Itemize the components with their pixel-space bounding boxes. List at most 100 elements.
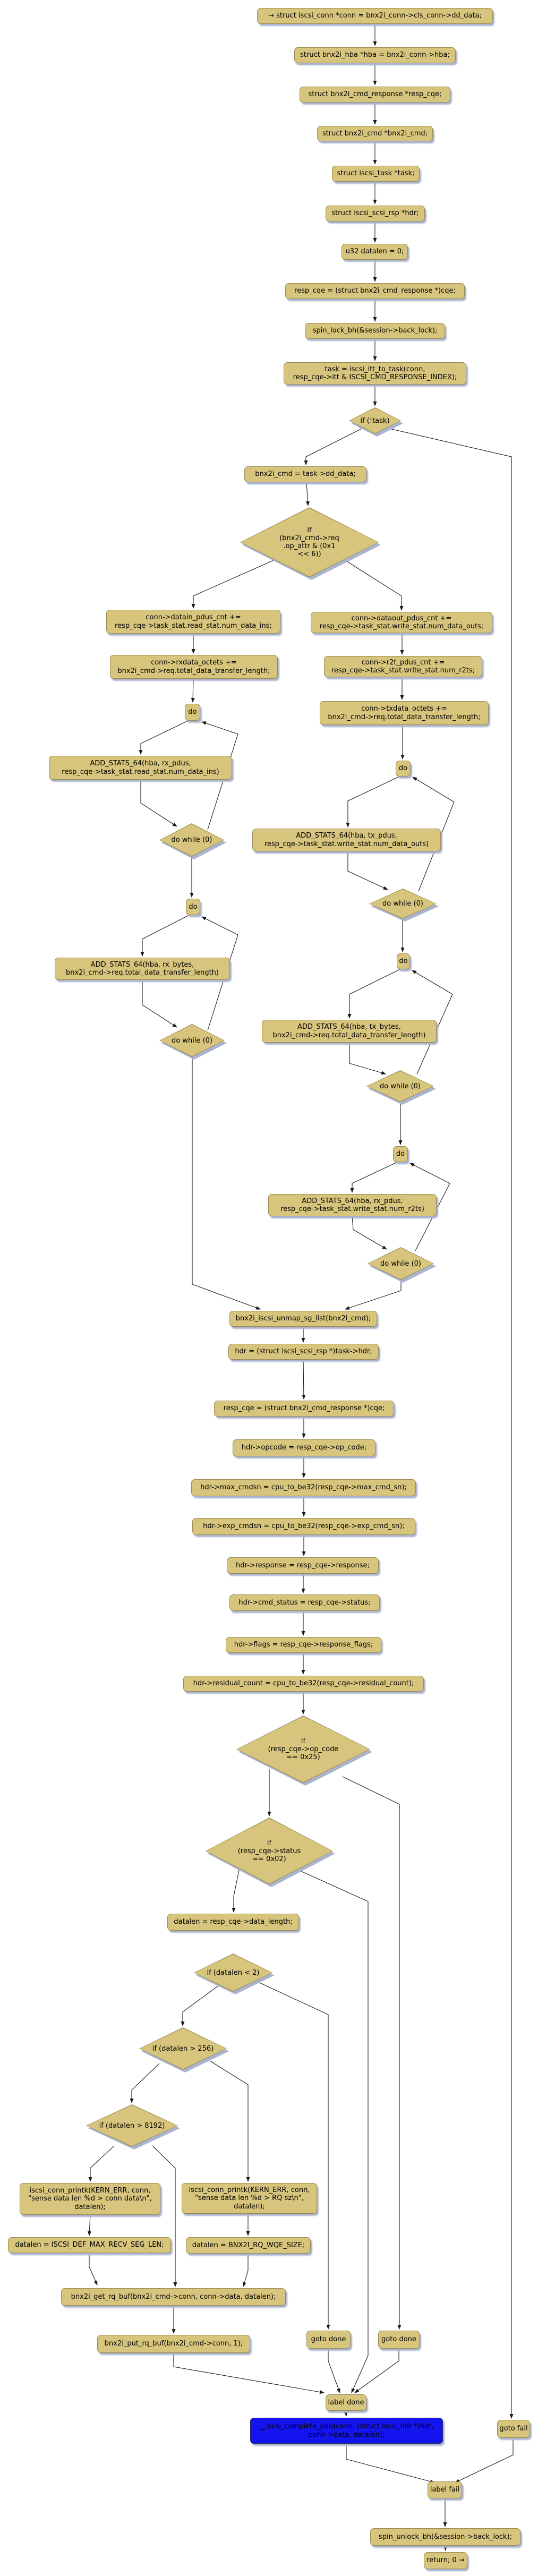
flow-node-do-while-2[interactable]: do while (0) xyxy=(159,1024,227,1060)
if-status-label: if(resp_cqe->status== 0x02) xyxy=(237,1839,301,1863)
flow-node-assign-resp-cqe-1[interactable]: resp_cqe = (struct bnx2i_cmd_response *)… xyxy=(285,283,465,299)
flow-node-do-while-5[interactable]: do while (0) xyxy=(368,1247,436,1283)
flow-node-get-rq-buf[interactable]: bnx2i_get_rq_buf(bnx2i_cmd->conn, conn->… xyxy=(61,2288,286,2306)
flow-node-datalen-rq-wqe-size[interactable]: datalen = BNX2I_RQ_WQE_SIZE; xyxy=(186,2237,311,2254)
edge-assign-bnx2i-cmd-to-if-op-attr xyxy=(305,482,310,506)
edge-if-status-to-assign-datalen xyxy=(232,1865,241,1913)
flow-node-assign-cmd-status[interactable]: hdr->cmd_status = resp_cqe->status; xyxy=(229,1594,380,1611)
edge-if-datalen-lt-2-to-goto-done-left xyxy=(253,1980,330,2330)
flow-node-do-1[interactable]: do xyxy=(185,704,200,721)
edge-put-rq-buf-to-label-done xyxy=(173,2353,324,2394)
flow-node-add-stats-rx-bytes[interactable]: ADD_STATS_64(hba, rx_bytes,bnx2i_cmd->re… xyxy=(55,958,230,980)
flow-node-do-while-3[interactable]: do while (0) xyxy=(369,889,439,922)
flow-node-add-stats-tx-bytes[interactable]: ADD_STATS_64(hba, tx_bytes,bnx2i_cmd->re… xyxy=(262,1020,437,1043)
flow-node-goto-done-left[interactable]: goto done xyxy=(306,2331,351,2349)
edge-do-while-4-to-do-4 xyxy=(412,970,453,1074)
flow-node-assign-exp-cmdsn[interactable]: hdr->exp_cmdsn = cpu_to_be32(resp_cqe->e… xyxy=(192,1518,415,1535)
do-while-2-label: do while (0) xyxy=(172,1036,212,1045)
flow-node-stat-r2t-pdus[interactable]: conn->r2t_pdus_cnt +=resp_cqe->task_stat… xyxy=(324,656,482,677)
flow-node-if-op-attr[interactable]: if(bnx2i_cmd->req.op_attr & (0x1<< 6)) xyxy=(240,507,381,580)
if-datalen-gt-8192-label: if (datalen > 8192) xyxy=(99,2121,165,2130)
flow-node-do-5[interactable]: do xyxy=(393,1146,408,1162)
flow-node-label-fail[interactable]: label fail xyxy=(428,2481,462,2498)
flow-node-stat-dataout-pdus[interactable]: conn->dataout_pdus_cnt +=resp_cqe->task_… xyxy=(311,612,492,633)
flow-node-decl-datalen[interactable]: u32 datalen = 0; xyxy=(341,244,408,260)
flow-node-decl-hba[interactable]: struct bnx2i_hba *hba = bnx2i_conn->hba; xyxy=(294,47,456,63)
flow-node-if-op-code[interactable]: if(resp_cqe->op_code== 0x25) xyxy=(236,1716,372,1786)
flow-node-datalen-max-recv-seg-len[interactable]: datalen = ISCSI_DEF_MAX_RECV_SEG_LEN; xyxy=(8,2237,171,2253)
flow-node-stat-rxdata-octets[interactable]: conn->rxdata_octets +=bnx2i_cmd->req.tot… xyxy=(110,655,278,679)
flow-node-decl-hdr[interactable]: struct iscsi_scsi_rsp *hdr; xyxy=(326,206,425,221)
flow-node-assign-resp-cqe-2[interactable]: resp_cqe = (struct bnx2i_cmd_response *)… xyxy=(214,1401,394,1417)
edge-if-datalen-gt-256-to-if-datalen-gt-8192 xyxy=(130,2063,160,2103)
edge-goto-done-left-to-label-done xyxy=(328,2349,340,2393)
flow-node-spin-unlock[interactable]: spin_unlock_bh(&session->back_lock); xyxy=(370,2528,520,2546)
flow-node-entry-decl-conn[interactable]: → struct iscsi_conn *conn = bnx2i_conn->… xyxy=(257,8,493,24)
edge-if-datalen-gt-8192-to-printk-conn-data xyxy=(88,2145,115,2182)
flow-node-if-not-task[interactable]: if (!task) xyxy=(349,407,403,437)
flow-node-stat-datain-pdus[interactable]: conn->datain_pdus_cnt +=resp_cqe->task_s… xyxy=(106,610,280,634)
flow-node-do-while-4[interactable]: do while (0) xyxy=(366,1070,436,1105)
flow-node-do-3[interactable]: do xyxy=(396,761,411,777)
flow-node-add-stats-tx-pdus[interactable]: ADD_STATS_64(hba, tx_pdus,resp_cqe->task… xyxy=(252,829,441,851)
edge-do-2-to-add-stats-rx-bytes xyxy=(140,915,190,957)
flow-node-return[interactable]: return; 0 → xyxy=(424,2552,467,2569)
flow-node-printk-conn-data[interactable]: iscsi_conn_printk(KERN_ERR, conn,"sense … xyxy=(20,2183,160,2215)
edge-complete-pdu-to-label-fail xyxy=(346,2444,435,2484)
flow-node-assign-hdr[interactable]: hdr = (struct iscsi_scsi_rsp *)task->hdr… xyxy=(228,1344,379,1360)
edge-add-stats-tx-pdus-to-do-while-3 xyxy=(347,851,388,890)
edge-do-while-5-to-unmap-sg-list xyxy=(345,1280,402,1310)
if-op-code-label: if(resp_cqe->op_code== 0x25) xyxy=(268,1737,339,1761)
flow-node-complete-pdu[interactable]: __iscsi_complete_pdu(conn, (struct iscsi… xyxy=(250,2418,443,2444)
edge-if-datalen-lt-2-to-if-datalen-gt-256 xyxy=(181,1985,219,2026)
flow-node-put-rq-buf[interactable]: bnx2i_put_rq_buf(bnx2i_cmd->conn, 1); xyxy=(97,2335,250,2353)
flow-node-assign-residual-count[interactable]: hdr->residual_count = cpu_to_be32(resp_c… xyxy=(183,1676,424,1692)
flow-node-decl-task[interactable]: struct iscsi_task *task; xyxy=(332,166,420,182)
flow-node-do-2[interactable]: do xyxy=(186,899,200,915)
edge-do-3-to-add-stats-tx-pdus xyxy=(346,776,400,828)
flow-node-do-while-1[interactable]: do while (0) xyxy=(159,823,226,859)
flow-node-assign-datalen[interactable]: datalen = resp_cqe->data_length; xyxy=(167,1914,299,1931)
if-datalen-lt-2-label: if (datalen < 2) xyxy=(207,1968,260,1977)
flow-node-assign-flags[interactable]: hdr->flags = resp_cqe->response_flags; xyxy=(226,1637,381,1653)
edge-add-stats-rx-pdus-r2t-to-do-while-5 xyxy=(352,1216,387,1250)
edge-goto-fail-to-label-fail xyxy=(455,2438,514,2483)
flow-node-assign-opcode[interactable]: hdr->opcode = resp_cqe->op_code; xyxy=(233,1439,375,1456)
edge-if-datalen-gt-8192-to-get-rq-buf xyxy=(152,2145,177,2287)
flow-node-unmap-sg-list[interactable]: bnx2i_iscsi_unmap_sg_list(bnx2i_cmd); xyxy=(229,1311,377,1327)
edge-do-while-2-to-unmap-sg-list xyxy=(192,1057,261,1310)
flow-node-label-done[interactable]: label done xyxy=(326,2394,366,2411)
flow-node-if-datalen-lt-2[interactable]: if (datalen < 2) xyxy=(194,1954,275,1994)
do-while-4-label: do while (0) xyxy=(380,1082,421,1090)
edge-add-stats-tx-bytes-to-do-while-4 xyxy=(349,1043,386,1075)
edge-goto-done-right-to-label-done xyxy=(354,2349,399,2393)
flow-node-printk-rq-sz[interactable]: iscsi_conn_printk(KERN_ERR, conn,"sense … xyxy=(182,2183,317,2214)
flow-node-decl-bnx2i-cmd[interactable]: struct bnx2i_cmd *bnx2i_cmd; xyxy=(317,126,433,141)
flow-node-spin-lock[interactable]: spin_lock_bh(&session->back_lock); xyxy=(305,323,445,339)
flow-node-add-stats-rx-pdus-r2t[interactable]: ADD_STATS_64(hba, rx_pdus,resp_cqe->task… xyxy=(268,1194,437,1216)
flow-node-assign-response[interactable]: hdr->response = resp_cqe->response; xyxy=(227,1557,379,1574)
flow-node-stat-txdata-octets[interactable]: conn->txdata_octets +=bnx2i_cmd->req.tot… xyxy=(320,701,489,725)
flow-node-if-status[interactable]: if(resp_cqe->status== 0x02) xyxy=(206,1818,335,1887)
edge-if-not-task-to-goto-fail xyxy=(387,428,514,2419)
flow-node-if-datalen-gt-256[interactable]: if (datalen > 256) xyxy=(139,2027,229,2072)
edge-if-status-to-label-done xyxy=(297,1869,369,2393)
edge-spin-unlock-to-return xyxy=(443,2545,447,2551)
flow-node-goto-done-right[interactable]: goto done xyxy=(378,2331,420,2349)
edge-do-while-1-to-do-1 xyxy=(201,721,238,830)
edge-do-while-5-to-do-5 xyxy=(409,1163,450,1251)
flow-node-do-4[interactable]: do xyxy=(397,953,410,969)
flow-node-assign-bnx2i-cmd[interactable]: bnx2i_cmd = task->dd_data; xyxy=(244,466,366,482)
flow-node-add-stats-rx-pdus-read[interactable]: ADD_STATS_64(hba, rx_pdus,resp_cqe->task… xyxy=(49,756,232,780)
flow-node-goto-fail[interactable]: goto fail xyxy=(497,2420,530,2438)
edge-add-stats-rx-pdus-read-to-do-while-1 xyxy=(140,780,177,827)
flow-node-assign-task[interactable]: task = iscsi_itt_to_task(conn,resp_cqe->… xyxy=(284,362,466,385)
flow-node-if-datalen-gt-8192[interactable]: if (datalen > 8192) xyxy=(86,2104,180,2149)
if-op-attr-label: if(bnx2i_cmd->req.op_attr & (0x1<< 6)) xyxy=(279,526,339,558)
flow-node-decl-resp-cqe[interactable]: struct bnx2i_cmd_response *resp_cqe; xyxy=(300,87,450,103)
flow-node-assign-max-cmdsn[interactable]: hdr->max_cmdsn = cpu_to_be32(resp_cqe->m… xyxy=(191,1479,416,1496)
edge-datalen-rq-wqe-size-to-get-rq-buf xyxy=(242,2254,249,2287)
edge-printk-conn-data-to-datalen-max-recv-seg-len xyxy=(87,2214,91,2236)
